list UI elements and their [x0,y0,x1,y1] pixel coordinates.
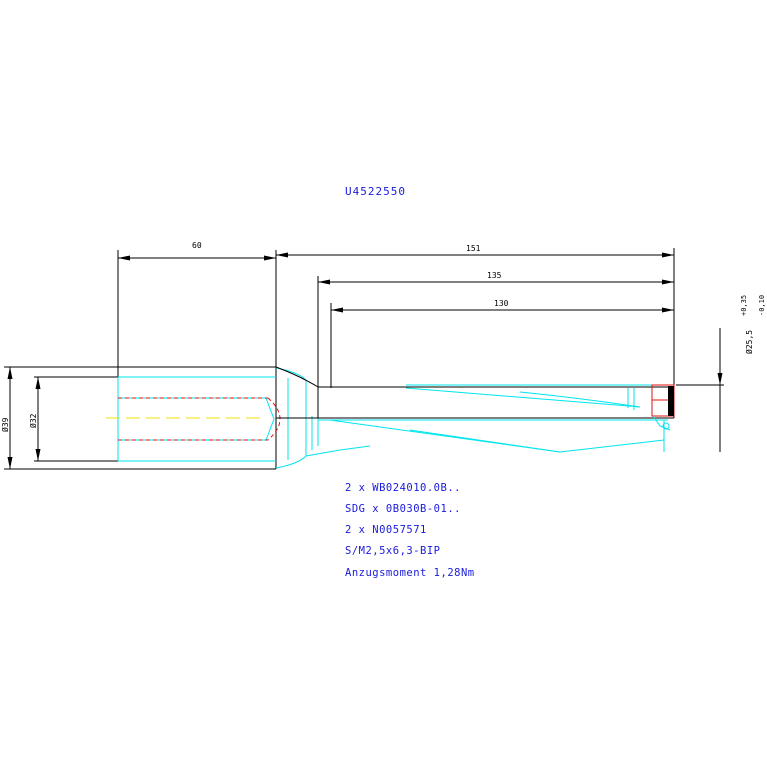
dimension-151: 151 [276,244,675,390]
dim-dia-25-5-label: Ø25,5 [744,330,754,354]
dimension-dia-25-5: Ø25,5 +0,35 -0,10 [676,295,766,452]
neck-outline [275,366,674,419]
flute-lines [305,384,668,457]
dim-dia-tol-lower: -0,10 [758,295,766,316]
dimension-135: 135 [317,271,674,388]
cutting-insert [651,384,675,431]
dimension-60: 60 [117,241,277,378]
bore-dashed [118,397,281,441]
dim-135-label: 135 [487,271,502,280]
note-line: Anzugsmoment 1,28Nm [345,567,475,579]
dim-dia-tol-upper: +0,35 [740,295,748,316]
note-line: S/M2,5x6,3-BIP [345,545,441,557]
dim-151-label: 151 [466,244,481,253]
note-line: 2 x WB024010.0B.. [345,482,461,494]
dim-dia-39-label: Ø39 [0,417,10,432]
notes-block: 2 x WB024010.0B.. SDG x 0B030B-01.. 2 x … [345,482,475,579]
dimension-dia-32: Ø32 [28,376,118,462]
tool-body-outline [317,386,675,418]
note-line: SDG x 0B030B-01.. [345,503,461,515]
dim-130-label: 130 [494,299,509,308]
dimension-130: 130 [330,299,674,388]
dimension-dia-39: Ø39 [0,366,118,470]
part-number: U4522550 [345,185,406,198]
dim-dia-32-label: Ø32 [28,413,38,428]
dim-60-label: 60 [192,241,202,250]
note-line: 2 x N0057571 [345,524,427,536]
